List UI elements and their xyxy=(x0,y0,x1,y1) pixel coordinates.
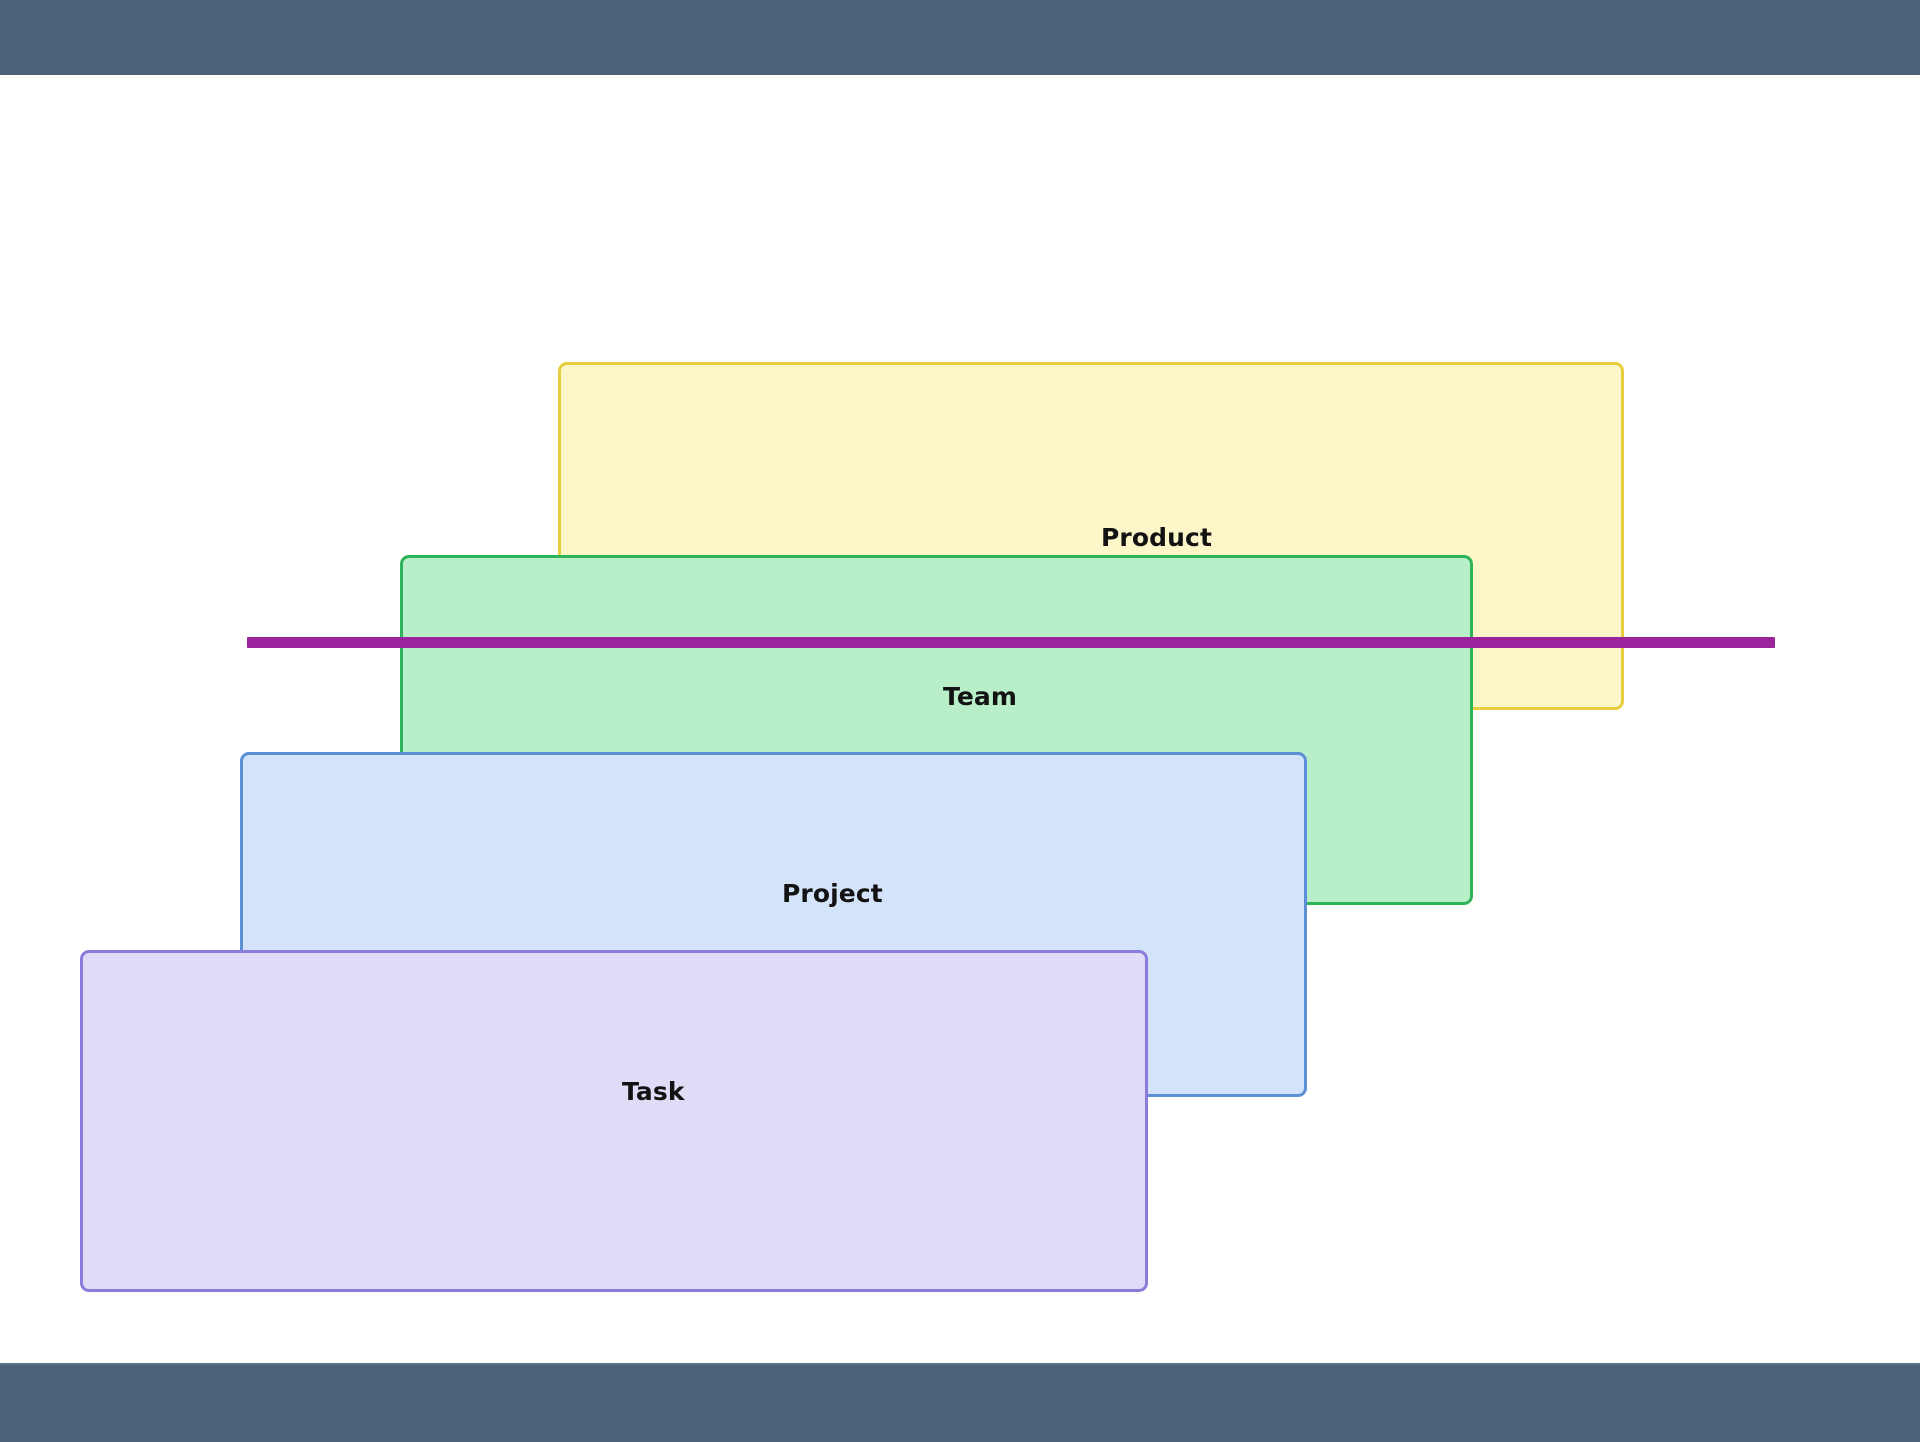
window-bottom-bar xyxy=(0,1363,1920,1442)
diagram-stage: Product Team Project Task xyxy=(0,75,1920,1363)
layer-label-project: Project xyxy=(782,879,883,908)
scope-rule-line[interactable] xyxy=(247,637,1775,648)
layer-box-task[interactable] xyxy=(80,950,1148,1292)
layer-label-task: Task xyxy=(622,1077,685,1106)
window-top-bar xyxy=(0,0,1920,77)
layer-label-product: Product xyxy=(1101,523,1212,552)
layer-label-team: Team xyxy=(943,682,1018,711)
